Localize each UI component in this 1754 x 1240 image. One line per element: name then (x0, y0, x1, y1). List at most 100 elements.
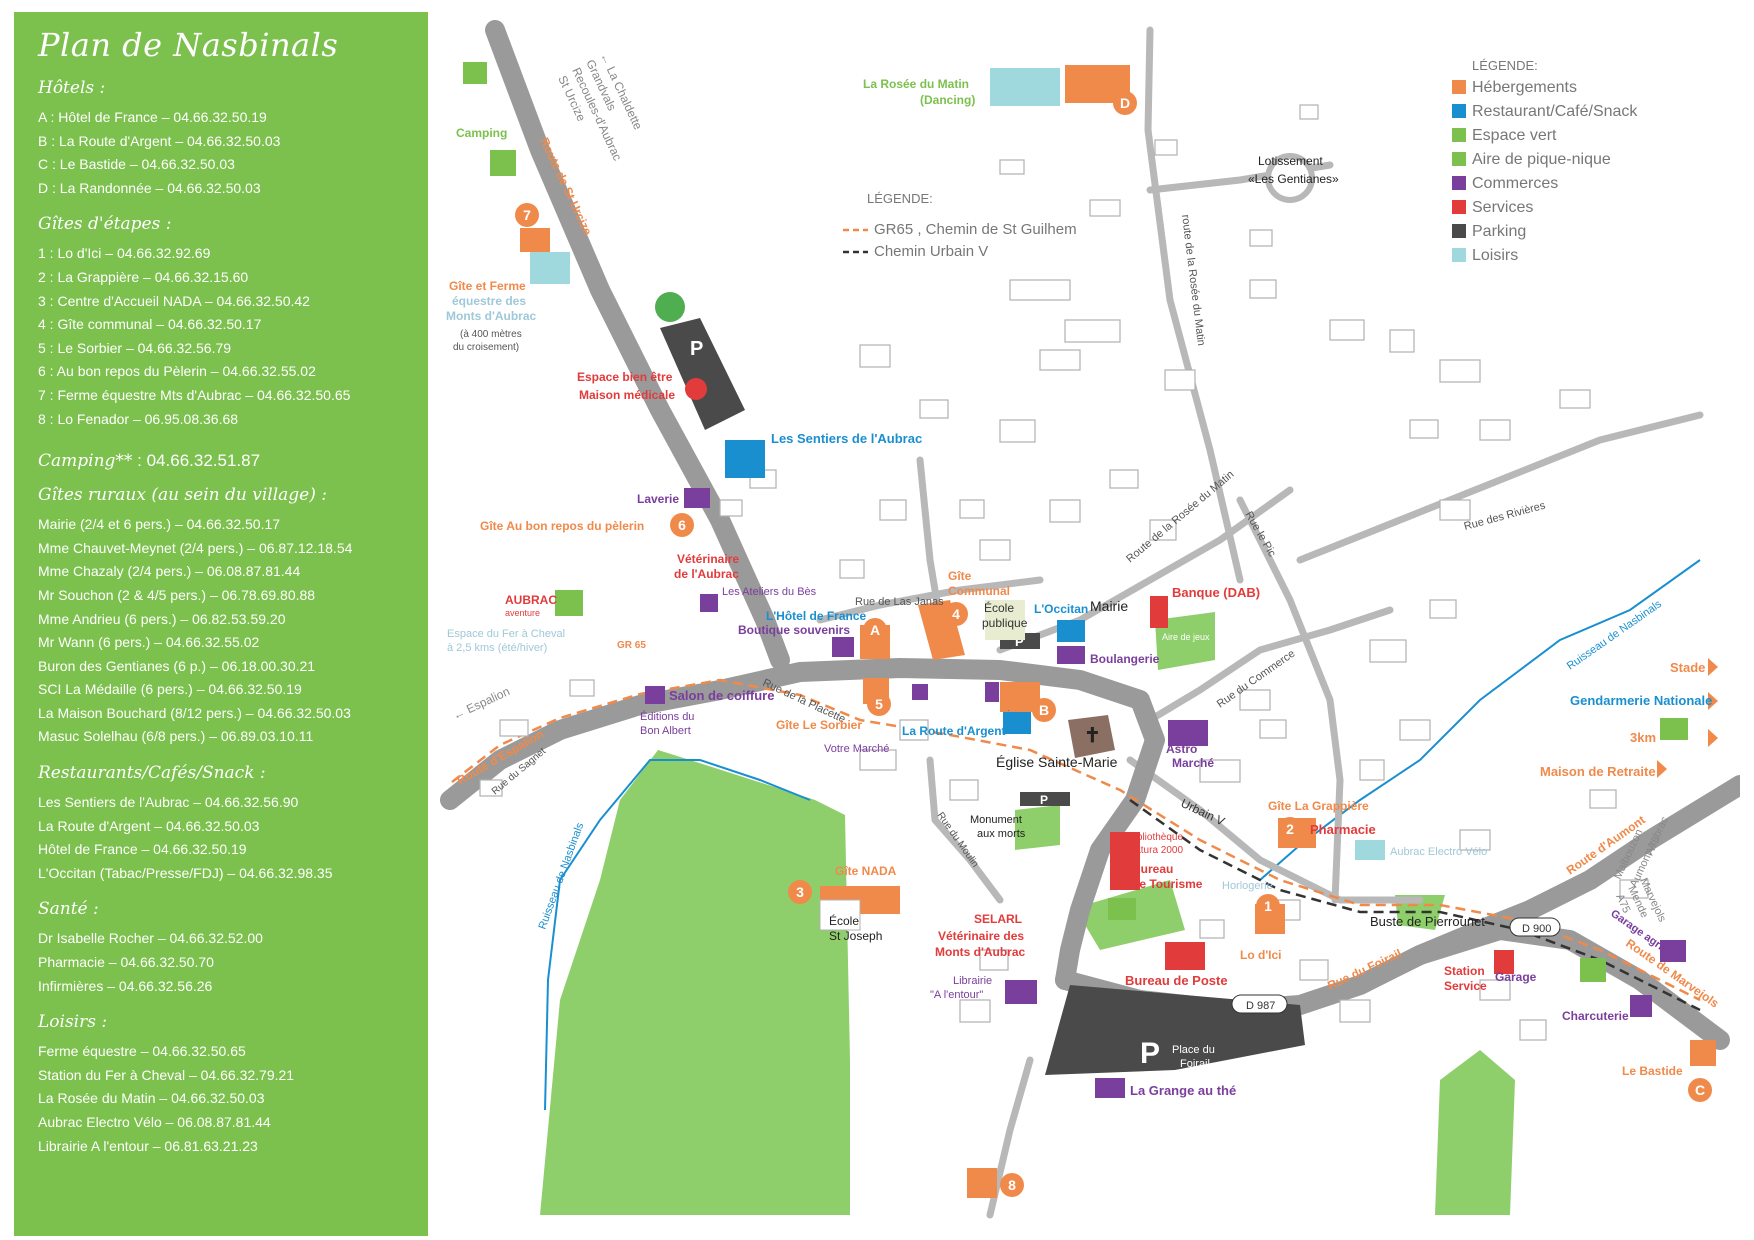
label-selarl: Monts d'Aubrac (935, 945, 1026, 959)
d987-plate (1231, 994, 1288, 1014)
parking-letter: P (690, 338, 703, 360)
gites-ruraux-list: Mairie (2/4 et 6 pers.) – 04.66.32.50.17… (38, 513, 404, 749)
label-urbain-v: Urbain V (1179, 796, 1227, 828)
label-charcuterie: Charcuterie (1562, 1009, 1629, 1023)
label-ecole-publique: École (984, 600, 1014, 615)
label-sentiers: Les Sentiers de l'Aubrac (771, 431, 922, 446)
markers: D 7 6 A 4 5 B 2 3 1 C 8 (515, 91, 1712, 1197)
label-route-rosee: route de la Rosée du Matin (1179, 214, 1207, 347)
label-espace-fer: à 2,5 kms (été/hiver) (447, 642, 547, 654)
marker-d (1113, 91, 1137, 115)
legend-swatch-services (1452, 200, 1466, 214)
restaurant-selarl (1008, 710, 1009, 711)
list-item: Mr Wann (6 pers.) – 04.66.32.55.02 (38, 634, 260, 651)
label-occitan: L'Occitan (1034, 602, 1088, 616)
label-astro: Astro (1166, 742, 1197, 756)
list-item: La Rosée du Matin – 04.66.32.50.03 (38, 1090, 265, 1107)
direction-arrows (1657, 658, 1718, 778)
list-item: Pharmacie – 04.66.32.50.70 (38, 954, 214, 971)
green-aire-de-jeux (1155, 612, 1215, 670)
label-veterinaire: de l'Aubrac (674, 567, 739, 581)
legend-label: Services (1472, 199, 1533, 216)
label-bureau-tourisme: de Tourisme (1132, 877, 1203, 891)
list-item: 7 : Ferme équestre Mts d'Aubrac – 04.66.… (38, 386, 351, 403)
marker-label: C (1695, 1082, 1705, 1098)
village-map[interactable]: P P P P (440, 12, 1740, 1232)
legend-label: Hébergements (1472, 79, 1577, 96)
picnic-3km (1660, 718, 1688, 740)
label-editions: Éditions du (640, 710, 694, 723)
road-las-janas (816, 576, 1044, 624)
list-item: 5 : Le Sorbier – 04.66.32.56.79 (38, 339, 232, 356)
list-item: Les Sentiers de l'Aubrac – 04.66.32.56.9… (38, 794, 299, 811)
marker-4 (944, 602, 968, 626)
marker-label: A (870, 622, 880, 638)
label-librairie: "A l'entour" (930, 989, 983, 1001)
legend-label: Loisirs (1472, 247, 1518, 264)
legend-paths-title: LÉGENDE: (867, 191, 933, 206)
marker-2 (1278, 817, 1302, 841)
label-gite-bon-repos: Gîte Au bon repos du pèlerin (480, 519, 644, 533)
label-rosee: La Rosée du Matin (863, 77, 969, 91)
path-gr65 (451, 678, 1701, 1002)
list-item: L'Occitan (Tabac/Presse/FDJ) – 04.66.32.… (38, 864, 333, 881)
commerce-charcuterie (1630, 995, 1652, 1017)
label-route-rosee2: Route de la Rosée du Matin (1124, 468, 1236, 565)
list-item: 8 : Lo Fenador – 06.95.08.36.68 (38, 410, 239, 427)
label-bureau-tourisme: Bureau (1132, 862, 1173, 876)
service-poste (1165, 942, 1205, 970)
commerce-votre-marche (912, 684, 928, 700)
green-areas (540, 612, 1515, 1215)
label-espalion: ← Espalion (450, 684, 512, 723)
d900-plate (1509, 917, 1561, 937)
list-item: Mme Chazaly (2/4 pers.) – 06.08.87.81.44 (38, 563, 301, 580)
arrow-right-icon (1708, 729, 1718, 747)
list-item: La Route d'Argent – 04.66.32.50.03 (38, 817, 260, 834)
commerce-ateliers (700, 594, 718, 612)
label-gite-grappiere: Gîte La Grappière (1268, 799, 1369, 813)
legend-label: Espace vert (1472, 127, 1557, 144)
commerce-boutique (832, 637, 854, 657)
gites-ruraux-title: Gîtes ruraux (au sein du village) : (38, 485, 327, 506)
label-bibliotheque: Bibliothèque (1128, 832, 1183, 843)
arrow-right-icon (1708, 658, 1718, 676)
road-plates: D 900 D 987 (1231, 917, 1561, 1014)
d900-label: D 900 (1522, 923, 1551, 935)
legend-label: Commerces (1472, 175, 1558, 192)
green-field-southwest (540, 750, 850, 1215)
buildings (479, 104, 1649, 1041)
label-aubrac-electro: Aubrac Electro Vélo (1390, 846, 1487, 858)
eglise-block (1068, 715, 1115, 758)
recycling-icon (655, 292, 685, 322)
label-bureau-poste: Bureau de Poste (1125, 973, 1228, 988)
road-rue-rivieres (1296, 411, 1704, 564)
marker-label: 6 (678, 517, 686, 533)
label-monument: Monument (970, 814, 1022, 826)
gites-etapes-list: 1 : Lo d'Ici – 04.66.32.92.69 2 : La Gra… (38, 242, 404, 431)
marker-label: 5 (875, 696, 883, 712)
label-ecole-joseph: École (829, 913, 859, 928)
marker-5 (867, 692, 891, 716)
label-gite-ferme: Gîte et Ferme (449, 279, 526, 293)
list-item: B : La Route d'Argent – 04.66.32.50.03 (38, 132, 281, 149)
label-route-argent: La Route d'Argent (902, 724, 1006, 738)
label-place-foirail: Place du (1172, 1044, 1215, 1056)
loisirs-7-block (530, 252, 570, 284)
page-title: Plan de Nasbinals (38, 26, 339, 64)
commerce-boulangerie (1057, 646, 1085, 664)
service-banque (1150, 596, 1168, 628)
hebergement-7-block (520, 228, 550, 252)
legend-swatch-parking (1452, 224, 1466, 238)
label-rue-las-janas: Rue de Las Janas (855, 596, 944, 608)
road-rue-moulin (926, 756, 1004, 904)
picnic-aubrac-aventure (555, 590, 583, 616)
sante-title: Santé : (38, 899, 99, 920)
label-monument: aux morts (977, 828, 1026, 840)
marker-label: 1 (1264, 898, 1272, 914)
legend-swatch-hebergements (1452, 80, 1466, 94)
label-gendarmerie: Gendarmerie Nationale (1570, 693, 1712, 708)
commerce-librairie (1005, 980, 1037, 1004)
list-item: 3 : Centre d'Accueil NADA – 04.66.32.50.… (38, 292, 310, 309)
label-ecole-publique: publique (982, 616, 1028, 630)
label-le-bastide: Le Bastide (1622, 1064, 1683, 1078)
